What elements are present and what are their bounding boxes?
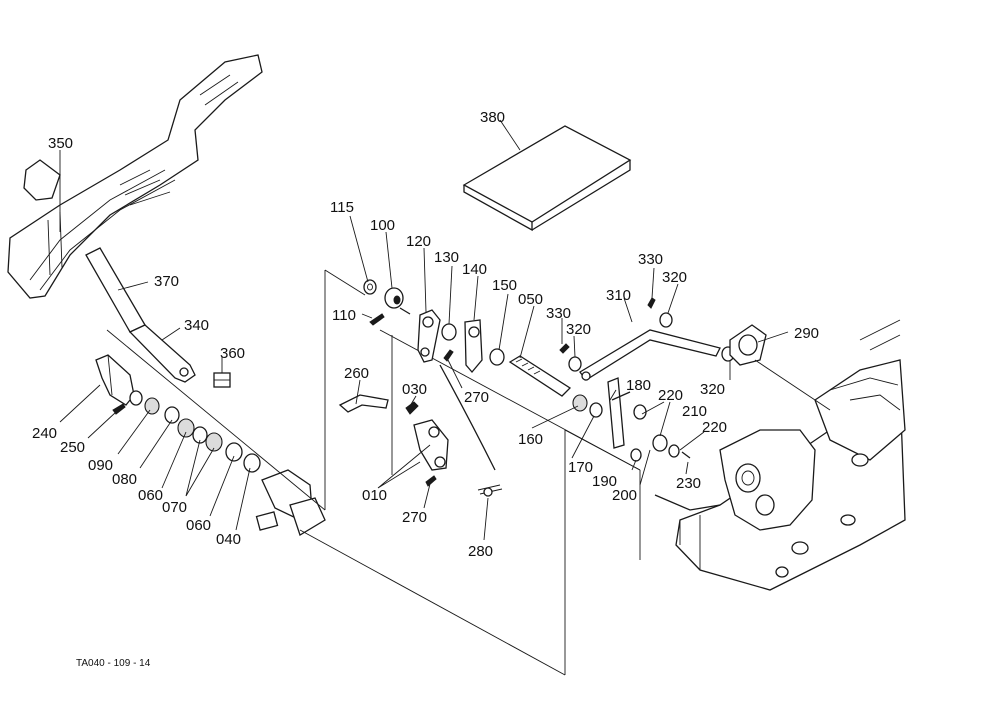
part-label-160: 160: [518, 431, 543, 448]
pin-260: [338, 394, 389, 413]
part-label-250: 250: [60, 439, 85, 456]
washer-170: [589, 402, 603, 418]
washer-stack: [129, 390, 261, 473]
part-label-240: 240: [32, 425, 57, 442]
shaft-050: [508, 355, 572, 397]
manual-380: [462, 125, 632, 232]
part-label-370: 370: [154, 273, 179, 290]
leader-lines: [59, 119, 789, 541]
part-label-360: 360: [220, 345, 245, 362]
washer-115: [363, 279, 377, 295]
nut-360: [213, 372, 231, 388]
part-label-120: 120: [406, 233, 431, 250]
part-label-060b: 060: [186, 517, 211, 534]
arm-140: [464, 319, 483, 374]
part-label-130: 130: [434, 249, 459, 266]
part-label-270b: 270: [402, 509, 427, 526]
part-label-150: 150: [492, 277, 517, 294]
part-label-350: 350: [48, 135, 73, 152]
part-label-230: 230: [676, 475, 701, 492]
lever-180: [607, 377, 631, 449]
part-label-040: 040: [216, 531, 241, 548]
part-label-110: 110: [332, 307, 356, 324]
spacer-150: [489, 348, 505, 366]
part-label-290: 290: [794, 325, 819, 342]
nut-160: [572, 394, 588, 412]
part-label-030: 030: [402, 381, 427, 398]
part-label-330a: 330: [546, 305, 571, 322]
arm-010: [413, 419, 449, 471]
clip-030: [405, 401, 419, 415]
pin-270: [425, 349, 454, 487]
clip-330: [559, 297, 656, 354]
part-label-340: 340: [184, 317, 209, 334]
part-label-330b: 330: [638, 251, 663, 268]
part-label-190: 190: [592, 473, 617, 490]
part-label-320a: 320: [566, 321, 591, 338]
part-label-280: 280: [468, 543, 493, 560]
bushing-220: [652, 434, 691, 459]
part-label-260: 260: [344, 365, 369, 382]
part-label-210: 210: [682, 403, 707, 420]
washer-210: [633, 404, 647, 420]
part-label-170: 170: [568, 459, 593, 476]
part-label-180: 180: [626, 377, 651, 394]
pin-250: [112, 403, 126, 415]
bracket-240: [95, 354, 135, 406]
pedal-pad: [23, 159, 61, 201]
part-label-200: 200: [612, 487, 637, 504]
part-label-380: 380: [480, 109, 505, 126]
part-label-050: 050: [518, 291, 543, 308]
part-label-070: 070: [162, 499, 187, 516]
bushing-130: [441, 323, 457, 341]
part-label-320b: 320: [662, 269, 687, 286]
washer-320: [568, 312, 735, 372]
part-label-220a: 220: [658, 387, 683, 404]
pin-110: [369, 313, 385, 326]
part-label-080: 080: [112, 471, 137, 488]
part-label-010: 010: [362, 487, 387, 504]
bushing-100: [384, 287, 411, 315]
plate-290: [729, 324, 767, 366]
arm-120: [417, 309, 441, 363]
part-label-140: 140: [462, 261, 487, 278]
part-label-100: 100: [370, 217, 395, 234]
pedal-rod: [85, 247, 196, 383]
part-label-320c: 320: [700, 381, 725, 398]
part-label-090: 090: [88, 457, 113, 474]
part-label-060a: 060: [138, 487, 163, 504]
shaft-bracket-040: [255, 469, 326, 536]
transmission-housing: [654, 319, 906, 591]
part-label-270a: 270: [464, 389, 489, 406]
part-label-220b: 220: [702, 419, 727, 436]
washer-190: [630, 448, 642, 462]
rod-310: [579, 329, 721, 381]
drawing-code: TA040 - 109 - 14: [76, 658, 151, 669]
spring-rod-280: [439, 364, 503, 497]
part-label-310: 310: [606, 287, 631, 304]
part-label-115: 115: [330, 199, 354, 216]
